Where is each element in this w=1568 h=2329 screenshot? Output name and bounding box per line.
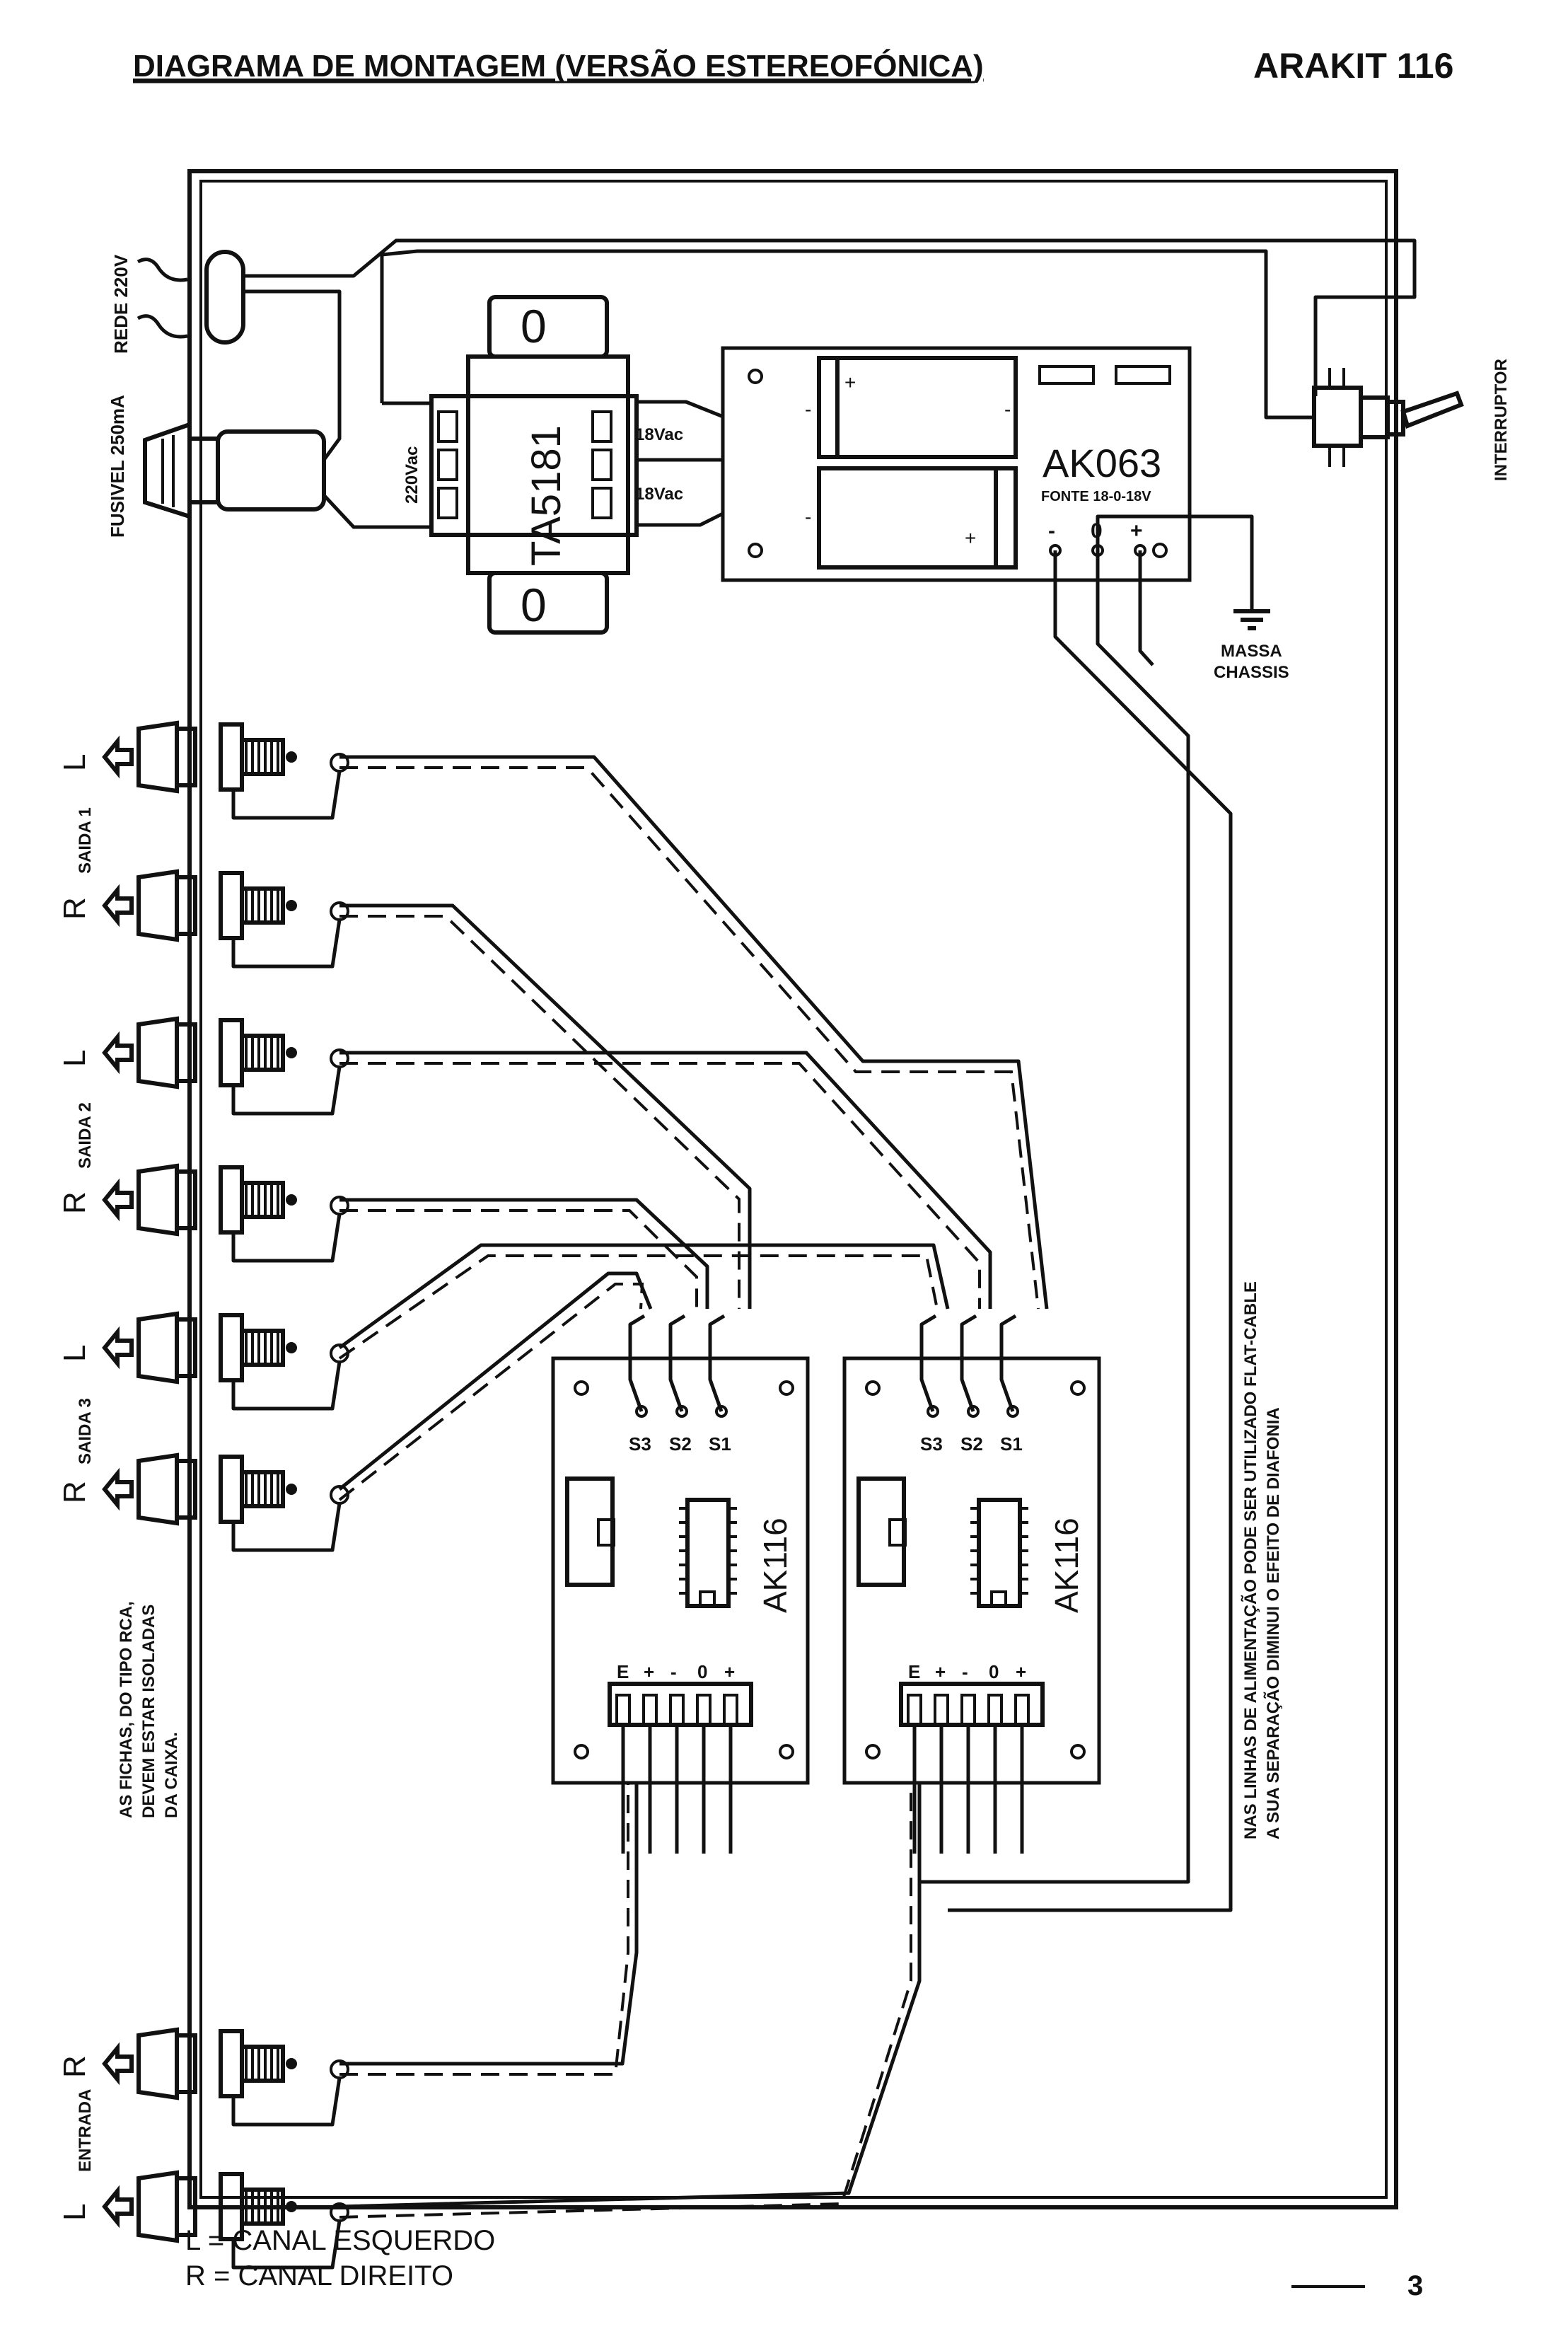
page-title: DIAGRAMA DE MONTAGEM (VERSÃO ESTEREOFÓNI… (133, 48, 984, 83)
transformer (429, 295, 639, 635)
psu-subtitle: FONTE 18-0-18V (1041, 489, 1151, 504)
output-group-label: SAIDA 2 (76, 1102, 95, 1169)
rca-note-1: AS FICHAS, DO TIPO RCA, (117, 1601, 136, 1818)
board-output-pin: S2 (669, 1433, 692, 1455)
transformer-mount-bottom: 0 (521, 579, 547, 631)
board-input-pin: - (670, 1661, 677, 1682)
ground-wire (1096, 514, 1254, 610)
psu-power-lines (919, 550, 1233, 1912)
psu-cap2-plus: + (965, 527, 976, 549)
psu-board (721, 346, 1192, 582)
board-output-pin: S3 (920, 1433, 943, 1455)
board-input-pin: + (724, 1661, 735, 1682)
psu-cap1-minus-left: - (805, 398, 811, 420)
rca-connectors: L R L R L R R L SAIDA 1 SAIDA 2 SAIDA 3 ENTRADA (57, 720, 349, 2270)
channel-label: L (57, 1050, 92, 1067)
flat-cable-note-1: NAS LINHAS DE ALIMENTAÇÃO PODE SER UTILI… (1241, 1281, 1260, 1839)
transformer-mount-top: 0 (521, 300, 547, 352)
board-input-pin: E (908, 1661, 920, 1682)
psu-cap1-plus: + (844, 371, 856, 393)
board-output-pin: S1 (1000, 1433, 1023, 1455)
psu-pin-plus: + (1130, 519, 1143, 543)
transformer-model: TA5181 (523, 425, 569, 566)
signal-arrow-icon (102, 2185, 134, 2229)
channel-label: L (57, 2204, 92, 2221)
switch-label: INTERRUPTOR (1492, 359, 1511, 481)
flat-cable-note-2: A SUA SEPARAÇÃO DIMINUI O EFEITO DE DIAF… (1263, 1407, 1283, 1839)
fuse-holder (143, 421, 326, 520)
output-group-label: SAIDA 1 (76, 807, 95, 874)
rca-jack: R (57, 1452, 349, 1552)
rca-jack: L (57, 2170, 349, 2270)
board-output-pin: S3 (629, 1433, 651, 1455)
board-output-pin: S2 (960, 1433, 983, 1455)
psu-name: AK063 (1043, 441, 1161, 485)
ground-label-2: CHASSIS (1214, 663, 1289, 682)
board-input-pin: E (617, 1661, 629, 1682)
channel-label: L (57, 1345, 92, 1362)
signal-arrow-icon (102, 1178, 134, 1222)
board-name: AK116 (757, 1518, 794, 1613)
ground-label-1: MASSA (1221, 642, 1282, 661)
mains-wire-d (323, 494, 431, 529)
secondary-voltage-top: 18Vac (635, 425, 683, 444)
mains-wire-c (380, 249, 1316, 420)
mains-wire-a (243, 238, 1417, 396)
channel-label: L (57, 754, 92, 771)
enclosure-outer (187, 169, 1398, 2209)
signal-arrow-icon (102, 1326, 134, 1370)
rca-jack: R (57, 1163, 349, 1263)
primary-voltage: 220Vac (402, 446, 422, 504)
legend-right-channel: R = CANAL DIREITO (185, 2260, 453, 2292)
signal-arrow-icon (102, 1467, 134, 1511)
signal-arrow-icon (102, 884, 134, 927)
board-output-pin: S1 (709, 1433, 731, 1455)
board-input-pin: - (962, 1661, 968, 1682)
psu-pin-minus: - (1048, 519, 1055, 543)
channel-label: R (57, 1481, 92, 1503)
rca-jack: L (57, 1016, 349, 1116)
model-name: ARAKIT 116 (1253, 46, 1453, 86)
page-number: 3 (1407, 2270, 1423, 2301)
board-input-pin: 0 (989, 1661, 999, 1682)
rca-note-2: DEVEM ESTAR ISOLADAS (139, 1605, 158, 1818)
secondary-voltage-bottom: 18Vac (635, 485, 683, 504)
board-name: AK116 (1048, 1518, 1085, 1613)
psu-cap2-minus: - (805, 506, 811, 528)
fuse-label: FUSIVEL 250mA (107, 395, 128, 538)
board-input-pin: + (935, 1661, 946, 1682)
psu-cap1-minus: - (1004, 398, 1011, 420)
output-group-label: SAIDA 3 (76, 1398, 95, 1464)
board-input-pin: + (1016, 1661, 1026, 1682)
signal-arrow-icon (102, 735, 134, 779)
mains-plug (137, 250, 245, 345)
signal-arrow-icon (102, 2042, 134, 2086)
shielded-cables (338, 755, 1049, 2219)
channel-label: R (57, 2055, 92, 2078)
rca-jack: L (57, 1311, 349, 1411)
legend-left-channel: L = CANAL ESQUERDO (185, 2225, 495, 2256)
ground-symbol (1233, 609, 1270, 630)
channel-label: R (57, 897, 92, 920)
enclosure-inner (199, 180, 1388, 2199)
channel-label: R (57, 1191, 92, 1214)
rca-note-3: DA CAIXA. (162, 1732, 181, 1818)
board-input-pin: 0 (697, 1661, 707, 1682)
input-group-label: ENTRADA (76, 2089, 95, 2172)
mains-wire-b (243, 289, 342, 461)
rca-jack: R (57, 2027, 349, 2127)
rca-jack: R (57, 869, 349, 969)
signal-arrow-icon (102, 1031, 134, 1075)
rca-jack: L (57, 720, 349, 820)
mains-label: REDE 220V (110, 254, 132, 354)
power-switch (1312, 368, 1464, 467)
board-input-pin: + (644, 1661, 654, 1682)
